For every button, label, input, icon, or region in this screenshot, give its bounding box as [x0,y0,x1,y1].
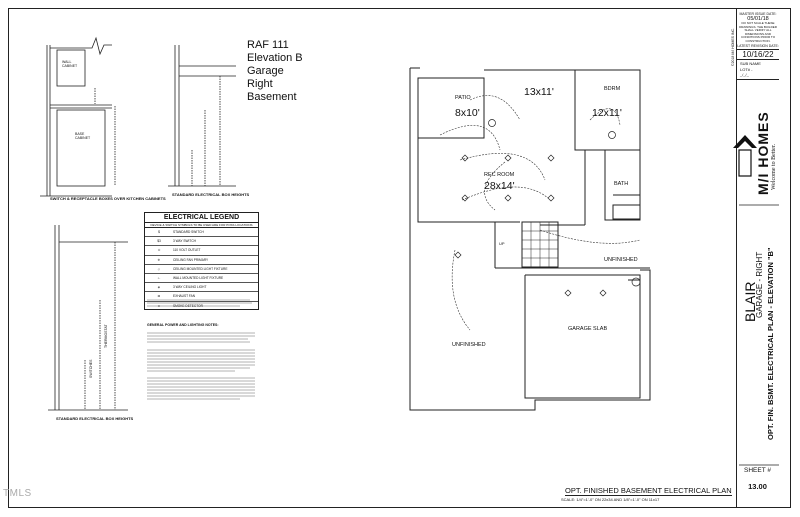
legend-item: ◇CEILING MOUNTED LIGHT FIXTURE [145,265,258,274]
patio-size: 8x10' [455,107,480,119]
sheet-description: OPT. FIN. BSMT. ELECTRICAL PLAN - ELEVAT… [766,247,775,440]
sheet-number: 13.00 [748,482,767,491]
standard-box-heights-title-2: STANDARD ELECTRICAL BOX HEIGHTS [56,416,134,421]
kitchen-detail-title: SWITCH & RECEPTACLE BOXES OVER KITCHEN C… [50,196,166,201]
drawing-sheet [8,8,791,508]
ceiling-fan-icon: ✣ [157,257,161,262]
page-label-line: Right [247,78,273,90]
legend-item: ⊠EXHAUST FAN [145,292,258,302]
legend-item: ⦶110 VOLT OUTLET [145,246,258,256]
plan-scale: SCALE: 1/4"=1'-0" ON 22x34 AND 1/8"=1'-0… [561,497,660,502]
patio-name: PATIO [455,95,471,101]
wall-cabinet-label: WALL CABINET [62,60,78,68]
copyright-text: ©2018 M/I HOMES INC. [731,28,735,66]
outlet-icon: ⦶ [157,248,161,253]
switches-label: SWITCHES [89,359,93,378]
lot-date: _/_/_ [737,72,779,80]
legend-title: ELECTRICAL LEGEND [145,213,258,223]
exhaust-fan-icon: ⊠ [157,294,161,299]
legend-item: ⊙SMOKE DETECTOR [145,302,258,310]
standard-box-heights-title: STANDARD ELECTRICAL BOX HEIGHTS [172,192,250,197]
switch-symbol-icon: $ [158,230,160,235]
page-label-line: Elevation B [247,52,303,64]
brand-tagline: Welcome to Better. [771,143,777,190]
legend-item: $STANDARD SWITCH [145,228,258,238]
three-way-switch-icon: $3 [157,239,161,244]
base-cabinet-label: BASE CABINET [75,132,91,140]
disclaimer-text: DO NOT SCALE THESE DRAWINGS. THE BUILDER… [739,21,777,43]
master-issue-date: 05/01/18 [747,16,769,22]
rec-room-name: REC ROOM [484,172,515,178]
rec-room-size: 28x14' [484,180,515,192]
brand-name: M/I HOMES [755,111,771,195]
page-label-line: Basement [247,91,297,103]
page-label: RAF 111 Elevation B Garage Right Basemen… [247,39,303,104]
bedroom-name: BDRM [604,86,621,92]
legend-notes-title: GENERAL POWER AND LIGHTING NOTES: [147,323,219,327]
garage-side: GARAGE - RIGHT [755,251,764,318]
sub-name: SUB NAME [740,60,761,66]
garage-slab-label: GARAGE SLAB [568,326,608,332]
unfinished-left-label: UNFINISHED [452,342,486,348]
legend-item: ✣CEILING FAN PRIMARY [145,256,258,265]
stairs-up-label: UP [499,241,505,246]
page-label-line: Garage [247,65,284,77]
wall-light-icon: ⟜ [157,276,161,281]
legend-item: ◈3 WAY CEILING LIGHT [145,283,258,293]
plan-title: OPT. FINISHED BASEMENT ELECTRICAL PLAN [565,486,732,496]
bath-name: BATH [614,181,629,187]
top-area-size: 13x11' [524,86,554,98]
legend-item: ⟜WALL MOUNTED LIGHT FIXTURE [145,274,258,284]
three-way-light-icon: ◈ [157,285,161,290]
thermostat-label: THERMOSTAT [104,324,108,348]
title-block: MASTER ISSUE DATE: 05/01/18 DO NOT SCALE… [736,9,779,507]
sheet-label: SHEET # [744,467,771,474]
master-issue-label: MASTER ISSUE DATE: [739,12,777,16]
revision-date: 10/16/22 [737,48,779,60]
legend-subtitle: DEVICE & SWITCH SYMBOLS TO BE USED ARE F… [145,223,258,228]
lot-number: LOT# - [740,66,753,72]
page-label-line: RAF 111 [247,39,289,51]
latest-revision-label: LATEST REVISION DATE: [737,43,779,48]
bedroom-size: 12x11' [592,107,622,119]
ceiling-light-icon: ◇ [157,266,161,271]
smoke-detector-icon: ⊙ [157,303,161,308]
watermark: TMLS [3,488,32,499]
unfinished-right-label: UNFINISHED [604,257,638,263]
electrical-legend: ELECTRICAL LEGEND DEVICE & SWITCH SYMBOL… [144,212,259,310]
